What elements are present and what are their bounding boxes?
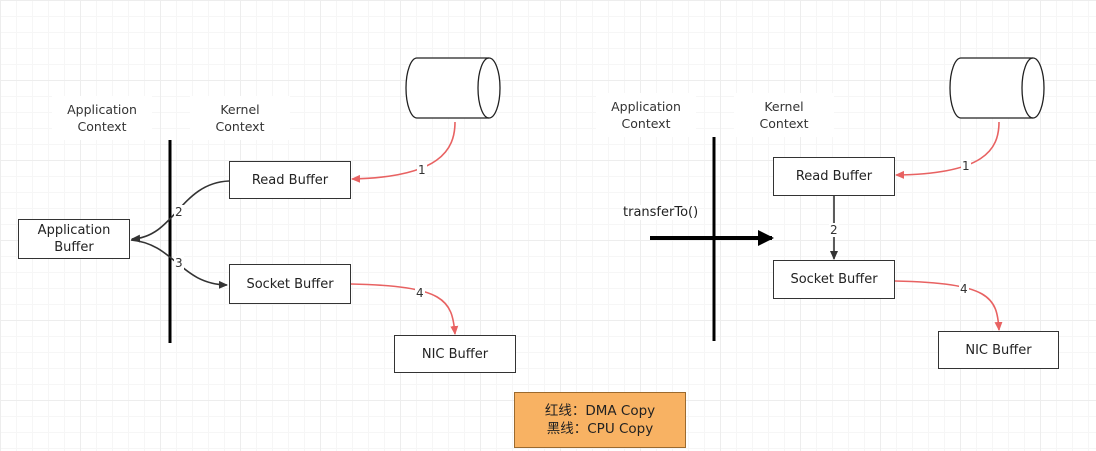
box-label: Socket Buffer: [246, 276, 334, 292]
application-context-label-left: Application Context: [52, 96, 152, 140]
arrow-disk-to-read-buffer-right: [895, 121, 1000, 179]
step-label-4-left: 4: [415, 286, 425, 300]
nic-buffer-right: NIC Buffer: [938, 331, 1059, 369]
label-line: Context: [77, 119, 127, 134]
read-buffer-right: Read Buffer: [773, 157, 895, 196]
arrow-disk-to-read-buffer-left: [351, 121, 456, 183]
socket-buffer-left: Socket Buffer: [229, 264, 351, 304]
step-label-3-left: 3: [174, 256, 184, 270]
label-line: Context: [759, 116, 809, 131]
application-buffer: Application Buffer: [18, 219, 130, 259]
step-label-2-left: 2: [174, 205, 184, 219]
label-line: Context: [621, 116, 671, 131]
box-label: Read Buffer: [251, 172, 329, 188]
read-buffer-left: Read Buffer: [229, 161, 351, 199]
box-label: Socket Buffer: [790, 272, 878, 287]
application-context-label-right: Application Context: [596, 93, 696, 137]
label-line: Kernel: [764, 99, 804, 114]
step-label-1-left: 1: [417, 163, 427, 177]
step-label-4-right: 4: [959, 282, 969, 296]
step-label-2-right: 2: [829, 223, 839, 237]
label-line: Context: [215, 119, 265, 134]
legend-box: 红线：DMA Copy 黑线：CPU Copy: [514, 392, 686, 448]
box-label: Read Buffer: [795, 169, 873, 184]
arrow-socket-to-nic-buffer-left: [350, 283, 459, 335]
box-label: Buffer: [54, 240, 94, 255]
socket-buffer-right: Socket Buffer: [773, 260, 895, 299]
legend-cpu-copy: 黑线：CPU Copy: [546, 421, 654, 437]
kernel-context-label-left: Kernel Context: [190, 96, 290, 140]
legend-dma-copy: 红线：DMA Copy: [544, 403, 656, 419]
disk-icon-left: [405, 57, 501, 119]
label-line: Application: [67, 102, 137, 117]
label-line: Application: [611, 99, 681, 114]
box-label: NIC Buffer: [965, 342, 1032, 358]
disk-icon-right: [949, 57, 1045, 119]
arrow-socket-to-nic-buffer-right: [894, 280, 1003, 331]
step-label-1-right: 1: [961, 159, 971, 173]
nic-buffer-left: NIC Buffer: [394, 335, 516, 373]
box-label: Application: [37, 223, 111, 238]
transfer-to-label: transferTo(): [623, 205, 699, 220]
box-label: NIC Buffer: [421, 346, 489, 362]
kernel-context-label-right: Kernel Context: [734, 93, 834, 137]
label-line: Kernel: [220, 102, 260, 117]
